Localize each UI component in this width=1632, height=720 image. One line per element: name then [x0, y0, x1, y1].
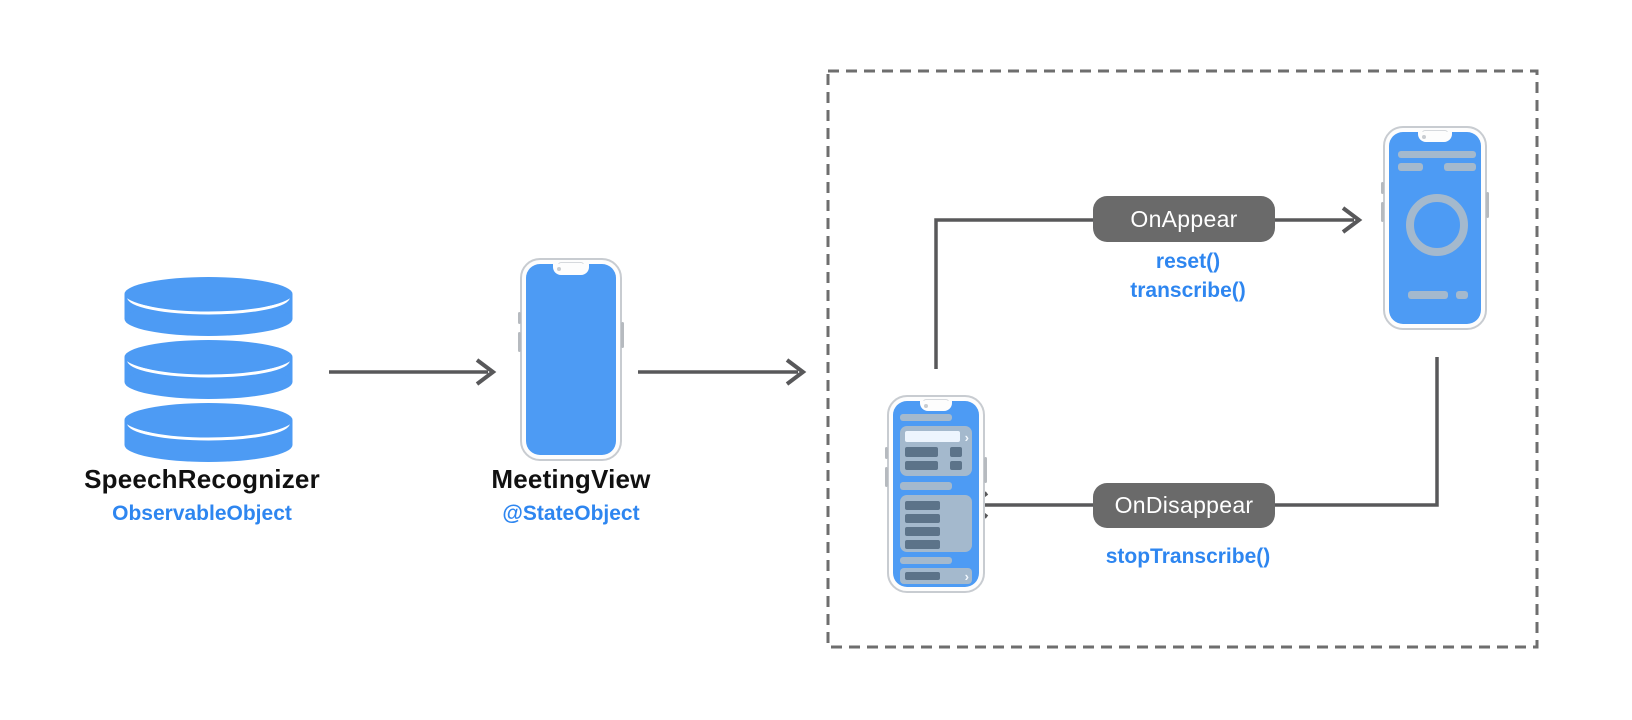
side-button — [984, 457, 987, 483]
screen-header-bar — [900, 414, 952, 421]
phone-meetingview-icon — [518, 258, 624, 461]
notch — [553, 264, 589, 275]
side-button — [885, 467, 888, 487]
arrowhead-icon — [1341, 206, 1363, 234]
method-label: transcribe() — [1130, 279, 1246, 302]
side-button — [621, 322, 624, 348]
screen-footer-bar — [1408, 291, 1448, 299]
phone-record-screen-icon — [1381, 126, 1489, 330]
screen-row — [905, 527, 940, 536]
screen-row — [905, 540, 940, 549]
side-button — [1381, 182, 1384, 194]
notch — [920, 401, 952, 411]
screen-header-bar — [1398, 151, 1476, 158]
ondisappear-pill: OnDisappear — [1093, 483, 1275, 528]
side-button — [1381, 202, 1384, 222]
side-button — [1486, 192, 1489, 218]
phone-screen: › › — [893, 401, 979, 587]
screen-card: › — [900, 426, 972, 476]
screen-row — [905, 514, 940, 523]
screen-sub-bar — [1398, 163, 1423, 171]
phone-detail-screen-icon: › › — [885, 395, 987, 593]
camera-dot-icon — [924, 404, 928, 408]
screen-row — [905, 572, 940, 580]
database-icon — [124, 277, 293, 462]
speechrecognizer-subtitle: ObservableObject — [112, 502, 292, 525]
method-label: reset() — [1155, 250, 1221, 273]
side-button — [885, 447, 888, 459]
notch — [1418, 132, 1452, 142]
meetingview-title: MeetingView — [491, 464, 651, 494]
meetingview-subtitle: @StateObject — [502, 502, 640, 525]
screen-card — [900, 495, 972, 552]
screen-card: › — [900, 568, 972, 584]
screen-row — [905, 447, 938, 457]
connector-ondisappear-elbow — [1275, 357, 1439, 507]
onappear-methods: reset() transcribe() — [1068, 247, 1308, 305]
screen-footer-badge — [1456, 291, 1468, 299]
method-label: stopTranscribe() — [1105, 545, 1271, 568]
connector-onappear-elbow — [934, 218, 1093, 369]
arrowhead-icon — [785, 358, 807, 386]
onappear-label: OnAppear — [1130, 205, 1238, 232]
chevron-right-icon: › — [964, 569, 969, 584]
ondisappear-methods: stopTranscribe() — [1068, 542, 1308, 571]
screen-row-badge — [950, 461, 962, 470]
chevron-right-icon: › — [964, 430, 969, 445]
onappear-pill: OnAppear — [1093, 196, 1275, 242]
screen-row-selected — [905, 431, 960, 442]
record-ring-icon — [1406, 194, 1468, 256]
screen-row-badge — [950, 447, 962, 457]
phone-screen — [1389, 132, 1481, 324]
phone-screen — [526, 264, 616, 455]
camera-dot-icon — [557, 267, 561, 271]
ondisappear-label: OnDisappear — [1114, 492, 1254, 518]
screen-section-bar — [900, 482, 952, 490]
arrowhead-icon — [475, 358, 497, 386]
screen-sub-bar — [1444, 163, 1476, 171]
camera-dot-icon — [1422, 135, 1426, 139]
side-button — [518, 312, 521, 324]
screen-row — [905, 501, 940, 510]
lifecycle-boundary — [826, 69, 1539, 649]
screen-section-bar — [900, 557, 952, 564]
side-button — [518, 332, 521, 352]
screen-row — [905, 461, 938, 470]
speechrecognizer-title: SpeechRecognizer — [84, 464, 320, 494]
